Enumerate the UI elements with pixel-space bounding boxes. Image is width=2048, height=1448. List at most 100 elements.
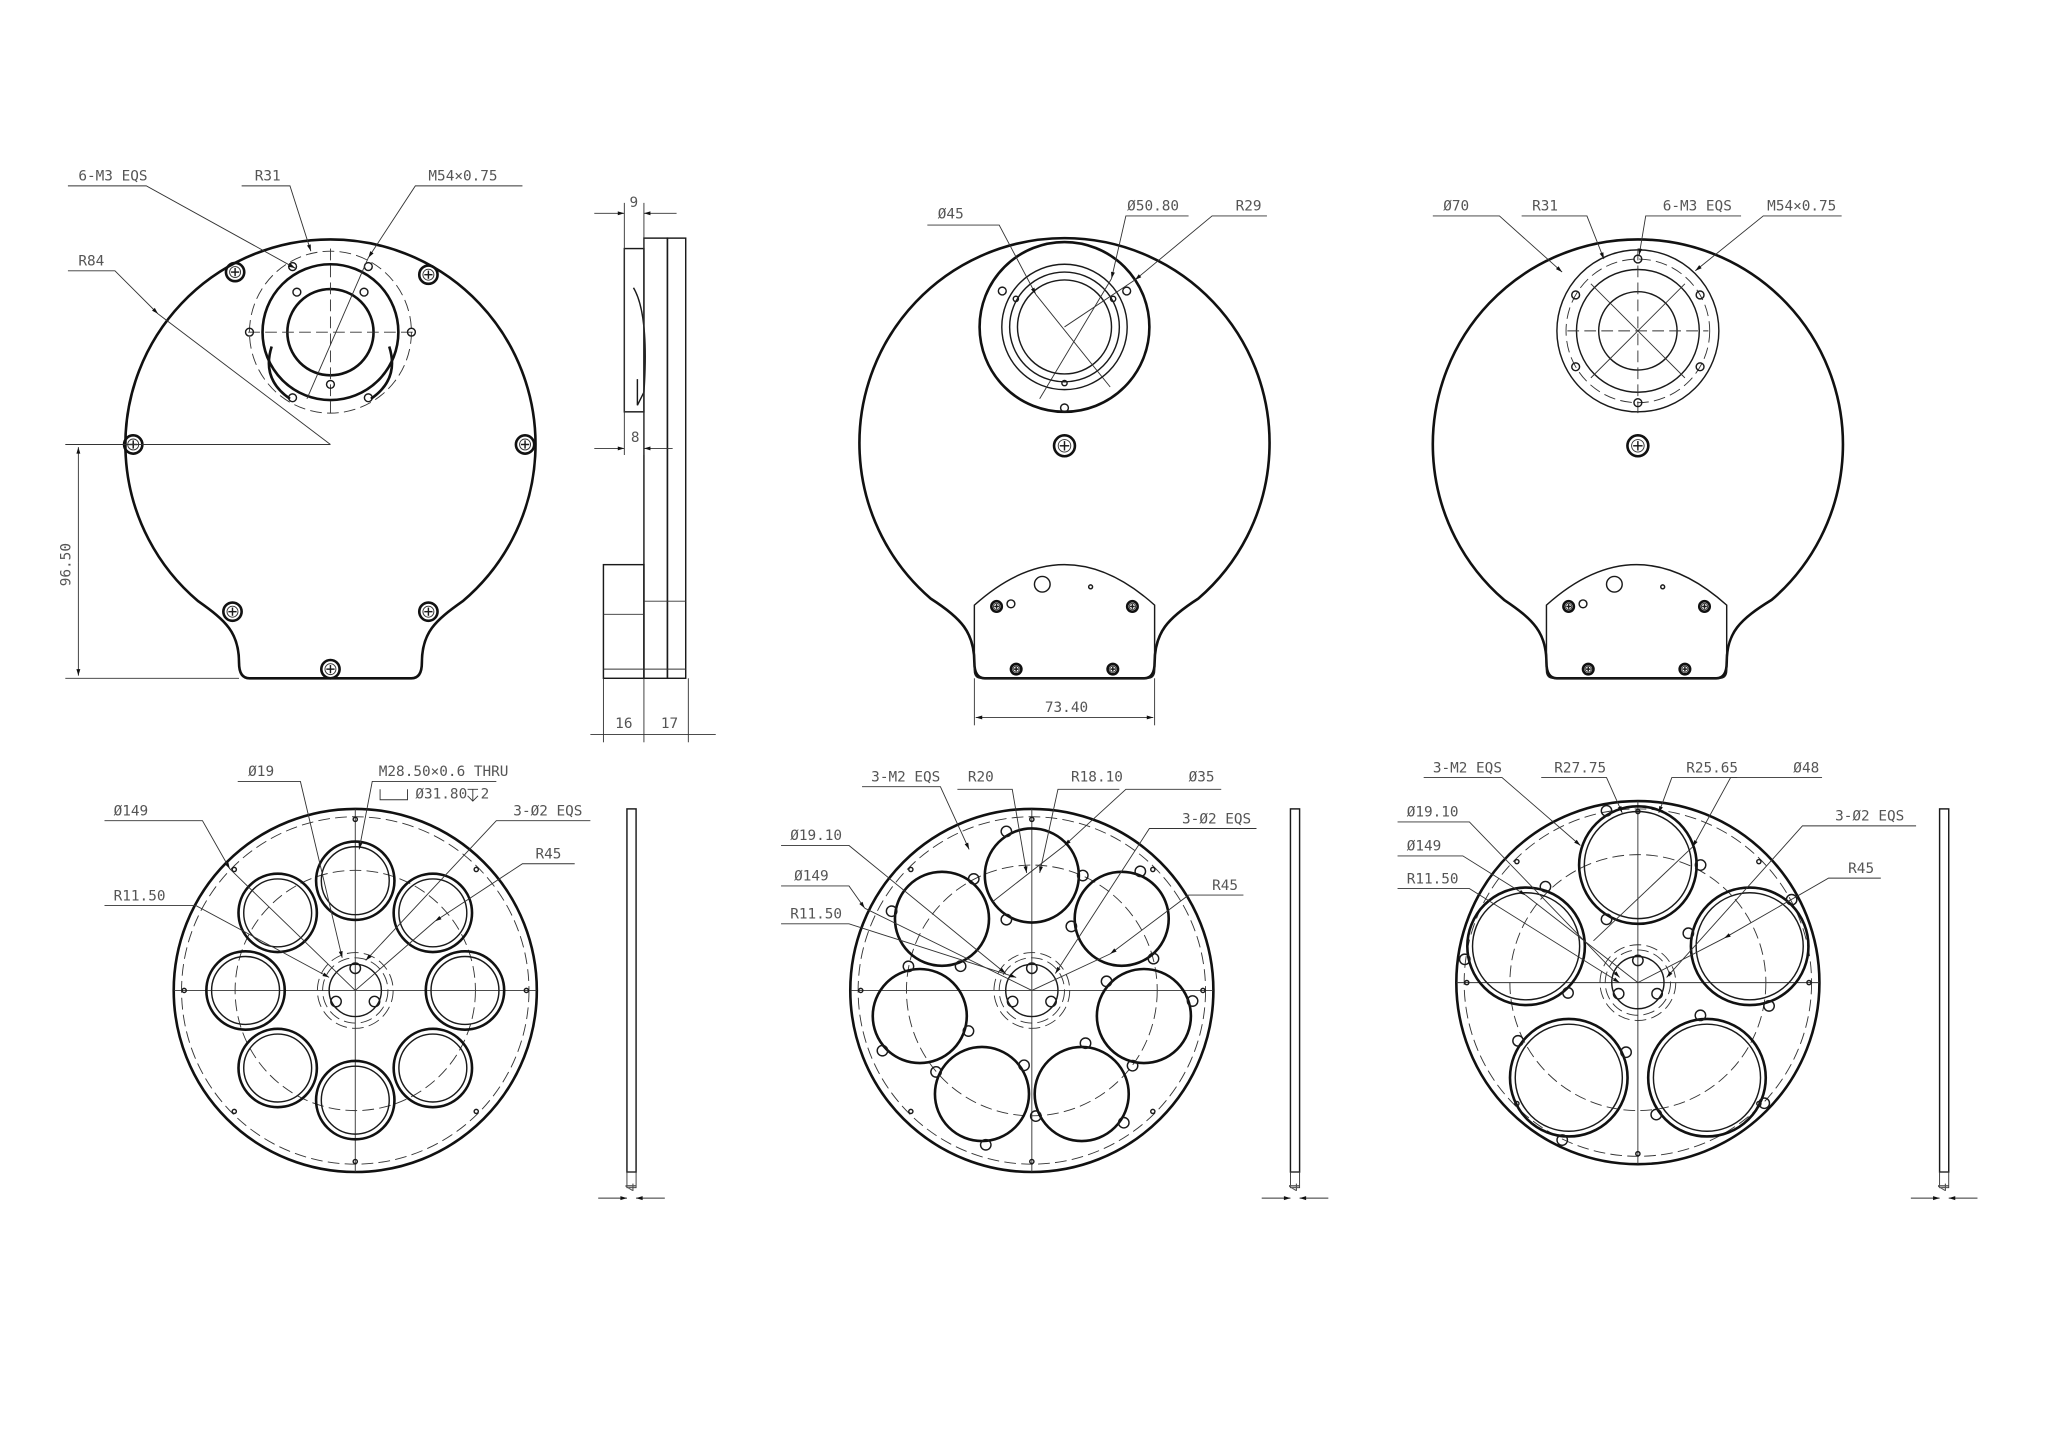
m3-hole (1571, 290, 1581, 300)
dimension-label: R18.10 (1071, 769, 1123, 785)
leader-line (1397, 821, 1620, 978)
filter-hole-inner (1652, 1023, 1762, 1132)
filter-hole (1689, 886, 1810, 1007)
leader-line (367, 185, 523, 258)
index-mark (1514, 1100, 1520, 1107)
dimension-label: R11.50 (114, 888, 166, 904)
index-mark (1806, 979, 1812, 986)
line (1637, 937, 1725, 984)
dimension-17: 17 (661, 716, 678, 732)
filter-hole (1095, 967, 1193, 1065)
m2-tab-hole (1694, 1009, 1707, 1022)
screw-head-icon (422, 605, 435, 618)
filter-hole (1033, 1045, 1131, 1143)
body-outline (1431, 238, 1845, 680)
leader-line (67, 270, 159, 315)
kidney-cutout (370, 346, 394, 400)
m2-tab-hole (1562, 986, 1574, 999)
line (992, 845, 1065, 902)
pin-hole (1045, 995, 1058, 1008)
m2-tab-hole (1763, 999, 1775, 1012)
dimension-label: 3-Ø2 EQS (513, 803, 582, 819)
m2-tab-hole (1785, 893, 1798, 906)
flange (261, 262, 400, 402)
index-mark (1150, 1108, 1156, 1115)
index-mark (473, 866, 480, 873)
leader-line (862, 786, 970, 850)
hole (997, 286, 1007, 296)
screw-head-icon (226, 605, 239, 618)
m2-tab-hole (1539, 880, 1552, 893)
hole (1061, 379, 1068, 387)
line (229, 868, 356, 991)
leader-line (1692, 777, 1823, 847)
filter-hole (1646, 1017, 1768, 1138)
filter-hole (237, 1027, 319, 1109)
screw-icon (224, 261, 246, 283)
dimension-label: R29 (1236, 199, 1262, 215)
filter-hole-inner (243, 878, 313, 948)
filter-hole (893, 870, 991, 968)
m2-tab-hole (1758, 1097, 1771, 1110)
counterbore-symbol (379, 789, 408, 801)
wheel-side-view (626, 808, 637, 1173)
screw-head-icon (1109, 665, 1117, 673)
m2-tab-hole (1512, 1034, 1525, 1047)
index-mark (1029, 1158, 1035, 1165)
dimension-label: R84 (78, 254, 104, 270)
leader-line (781, 845, 1007, 974)
body-outline (858, 236, 1271, 680)
screw-icon (417, 264, 439, 286)
m2-tab-hole (1556, 1134, 1569, 1147)
hole (1109, 295, 1117, 303)
screw-icon (1697, 599, 1712, 613)
screw-head-icon (519, 438, 532, 451)
m2-tab-hole (1682, 927, 1695, 940)
line (1039, 278, 1112, 400)
index-mark (181, 987, 187, 994)
filter-hole (1577, 804, 1698, 926)
filter-hole-inner (210, 955, 281, 1026)
dimension-thickness: 4 (624, 1183, 640, 1192)
hub-counterbore (1604, 949, 1671, 1016)
leader-line (104, 820, 231, 870)
m2-tab-hole (1600, 804, 1613, 817)
screw-icon (1125, 599, 1139, 613)
wheel-side-view (1289, 808, 1301, 1173)
hub-bore (1004, 963, 1059, 1018)
m2-tab-hole (967, 873, 980, 885)
leader-line (434, 863, 575, 922)
side-plate (666, 237, 687, 680)
hole (1006, 599, 1016, 609)
screw-head-icon (1565, 602, 1573, 611)
index-mark (231, 866, 238, 873)
screw-icon (1052, 434, 1077, 458)
m2-tab-hole (1458, 953, 1471, 966)
index-mark (908, 1108, 914, 1115)
mount-plate (1545, 564, 1728, 680)
m2-tab-hole (954, 960, 967, 973)
hub-bore (1611, 955, 1665, 1010)
filter-hole (1508, 1017, 1629, 1138)
line (1593, 846, 1694, 942)
screw-head-icon (1012, 665, 1020, 673)
dimension-label: R31 (255, 169, 281, 185)
m2-tab-hole (1100, 975, 1113, 988)
screw-head-icon (1584, 665, 1592, 673)
hole (1012, 295, 1020, 303)
m3-hole (1695, 290, 1705, 300)
screw-head-icon (992, 602, 1001, 611)
line (864, 907, 1033, 991)
leader-line (1039, 788, 1120, 873)
leader-line (1638, 215, 1742, 256)
filter-hole-inner (320, 846, 390, 916)
line (1064, 279, 1136, 328)
filter-hole-inner (1514, 1023, 1624, 1132)
filter-hole (1073, 870, 1171, 968)
hole (1660, 584, 1666, 590)
leader-line (365, 820, 591, 961)
m2-tab-hole (876, 1044, 889, 1057)
dimension-label: 3-M2 EQS (1433, 760, 1502, 776)
leader-line (781, 923, 1017, 978)
kidney-cutout (267, 346, 291, 400)
